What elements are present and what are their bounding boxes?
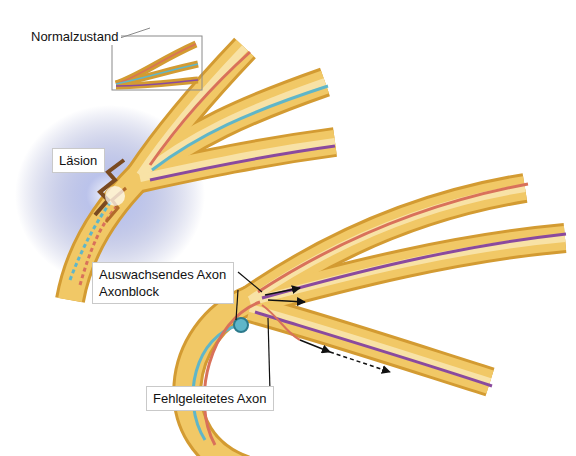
label-text: Auswachsendes Axon [99,266,227,283]
label-box: Auswachsendes AxonAxonblock [92,262,234,304]
figure-label: Normalzustand [28,28,121,45]
label-text: Axonblock [99,283,227,300]
label-text: Läsion [59,152,98,169]
label-box: Läsion [52,148,105,173]
label-text: Fehlgeleitetes Axon [153,390,267,407]
label-box: Fehlgeleitetes Axon [146,386,274,411]
